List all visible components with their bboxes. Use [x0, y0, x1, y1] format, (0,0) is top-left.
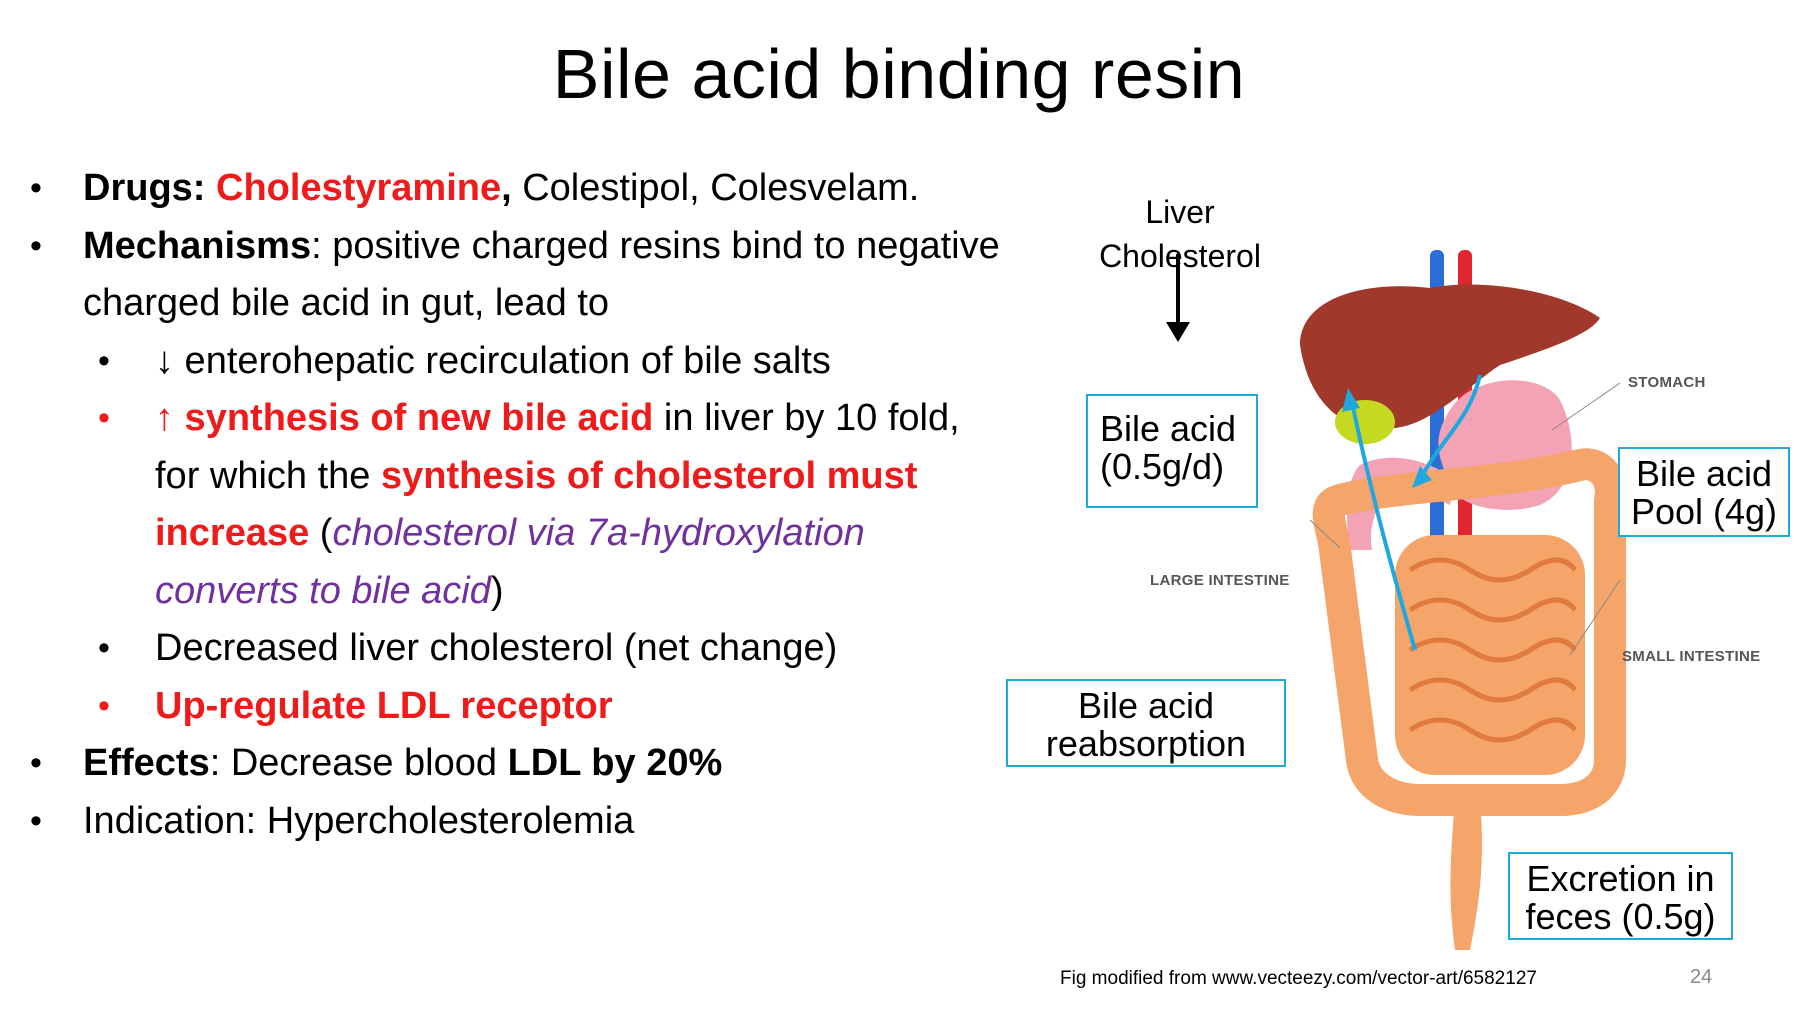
bullet-dot: •: [98, 686, 110, 725]
drugs-label: Drugs:: [83, 167, 206, 209]
bullet-indication: • Indication: Hypercholesterolemia: [30, 793, 1010, 851]
bile-acid-line2: (0.5g/d): [1100, 446, 1225, 487]
bile-flow-arrowhead: [1412, 466, 1432, 488]
pool-line2: Pool (4g): [1630, 491, 1778, 532]
large-intestine-leader-line: [1309, 519, 1341, 549]
down-arrow-icon: ↓: [155, 339, 174, 382]
large-intestine-icon: [1312, 448, 1627, 816]
reabsorption-line1: Bile acid: [1077, 685, 1215, 726]
mechanisms-text: : positive charged resins bind to negati…: [83, 224, 1000, 325]
ldl-reduction: LDL by 20%: [507, 742, 723, 784]
gallbladder-icon: [1335, 400, 1395, 444]
bullet-list: • Drugs: Cholestyramine, Colestipol, Col…: [30, 160, 1010, 850]
reabsorption-line2: reabsorption: [1045, 723, 1247, 764]
bullet-dot: •: [30, 801, 42, 840]
bullet-dot: •: [98, 399, 110, 437]
slide-title: Bile acid binding resin: [552, 35, 1246, 113]
pool-line1: Bile acid: [1635, 453, 1773, 494]
bile-acid-line1: Bile acid: [1100, 408, 1237, 449]
excretion-line2: feces (0.5g): [1525, 896, 1716, 937]
bullet-dot: •: [98, 341, 110, 380]
liver-icon: [1300, 284, 1600, 430]
rectum-icon: [1450, 800, 1482, 950]
bile-acid-pool-box: Bile acid Pool (4g): [1618, 447, 1790, 537]
hydroxylation-note: cholesterol via 7a-hydroxylation convert…: [155, 512, 865, 612]
small-intestine-leader-line: [1569, 579, 1621, 656]
effects-label: Effects: [83, 742, 210, 784]
liver-cholesterol-label: Liver Cholesterol: [1099, 190, 1261, 278]
bullet-dot: •: [30, 169, 42, 207]
drugs-rest: Colestipol, Colesvelam.: [511, 167, 920, 209]
sub-bullet-liver-cholesterol: • Decreased liver cholesterol (net chang…: [30, 620, 1010, 678]
drugs-comma: ,: [501, 167, 512, 209]
ldl-receptor-text: Up-regulate LDL receptor: [155, 684, 613, 727]
bullet-dot: •: [98, 629, 110, 667]
mechanisms-label: Mechanisms: [83, 224, 312, 267]
bullet-dot: •: [30, 744, 42, 782]
bullet-effects: • Effects: Decrease blood LDL by 20%: [30, 735, 1010, 793]
bullet-dot: •: [30, 226, 42, 265]
liver-label-line2: Cholesterol: [1099, 238, 1261, 274]
bullet-drugs: • Drugs: Cholestyramine, Colestipol, Col…: [30, 160, 1010, 218]
stomach-label: STOMACH: [1628, 374, 1706, 391]
figure-credit: Fig modified from www.vecteezy.com/vecto…: [1060, 968, 1537, 989]
reabsorption-box: Bile acid reabsorption: [1006, 679, 1286, 767]
excretion-line1: Excretion in: [1526, 858, 1715, 899]
up-arrow-icon: ↑: [155, 397, 174, 439]
indication-text: Indication: Hypercholesterolemia: [83, 799, 635, 842]
paren-open: (: [309, 512, 333, 554]
page-number: 24: [1690, 966, 1713, 988]
synthesis-highlight: synthesis of new bile acid: [174, 397, 654, 439]
cholesterol-increase-highlight: synthesis of cholesterol must increase: [155, 454, 918, 555]
sub-bullet-synthesis: • ↑ synthesis of new bile acid in liver …: [30, 390, 1010, 620]
sub-bullet-ldl-receptor: • Up-regulate LDL receptor: [30, 678, 1010, 736]
bile-flow-arrow: [1418, 374, 1482, 481]
sub-bullet-recirculation: • ↓ enterohepatic recirculation of bile …: [30, 333, 1010, 391]
reabsorption-arrowhead: [1342, 388, 1360, 412]
small-intestine-label: SMALL INTESTINE: [1622, 648, 1761, 665]
liver-label-line1: Liver: [1145, 194, 1215, 230]
excretion-box: Excretion in feces (0.5g): [1508, 852, 1733, 940]
large-intestine-label: LARGE INTESTINE: [1150, 572, 1290, 589]
digestive-figure: Liver Cholesterol Bile acid (0.5g/d) Bil…: [1000, 160, 1798, 960]
bile-acid-box: Bile acid (0.5g/d): [1086, 394, 1258, 508]
paren-close: ): [490, 569, 504, 612]
down-arrow-icon: [1166, 322, 1190, 342]
drug-cholestyramine: Cholestyramine: [216, 167, 502, 209]
bullet-mechanisms: • Mechanisms: positive charged resins bi…: [30, 218, 1010, 333]
intestine-folds: [1408, 557, 1577, 743]
effects-text: : Decrease blood: [209, 742, 508, 784]
reabsorption-arrow: [1350, 401, 1417, 651]
small-intestine-icon: [1395, 535, 1585, 775]
synthesis-text: in liver by 10 fold, for which the: [155, 397, 960, 497]
stomach-leader-line: [1551, 382, 1621, 431]
digestive-illustration: [1166, 250, 1627, 950]
liver-cholesterol-text: Decreased liver cholesterol (net change): [155, 627, 838, 669]
recirculation-text: enterohepatic recirculation of bile salt…: [174, 339, 831, 382]
